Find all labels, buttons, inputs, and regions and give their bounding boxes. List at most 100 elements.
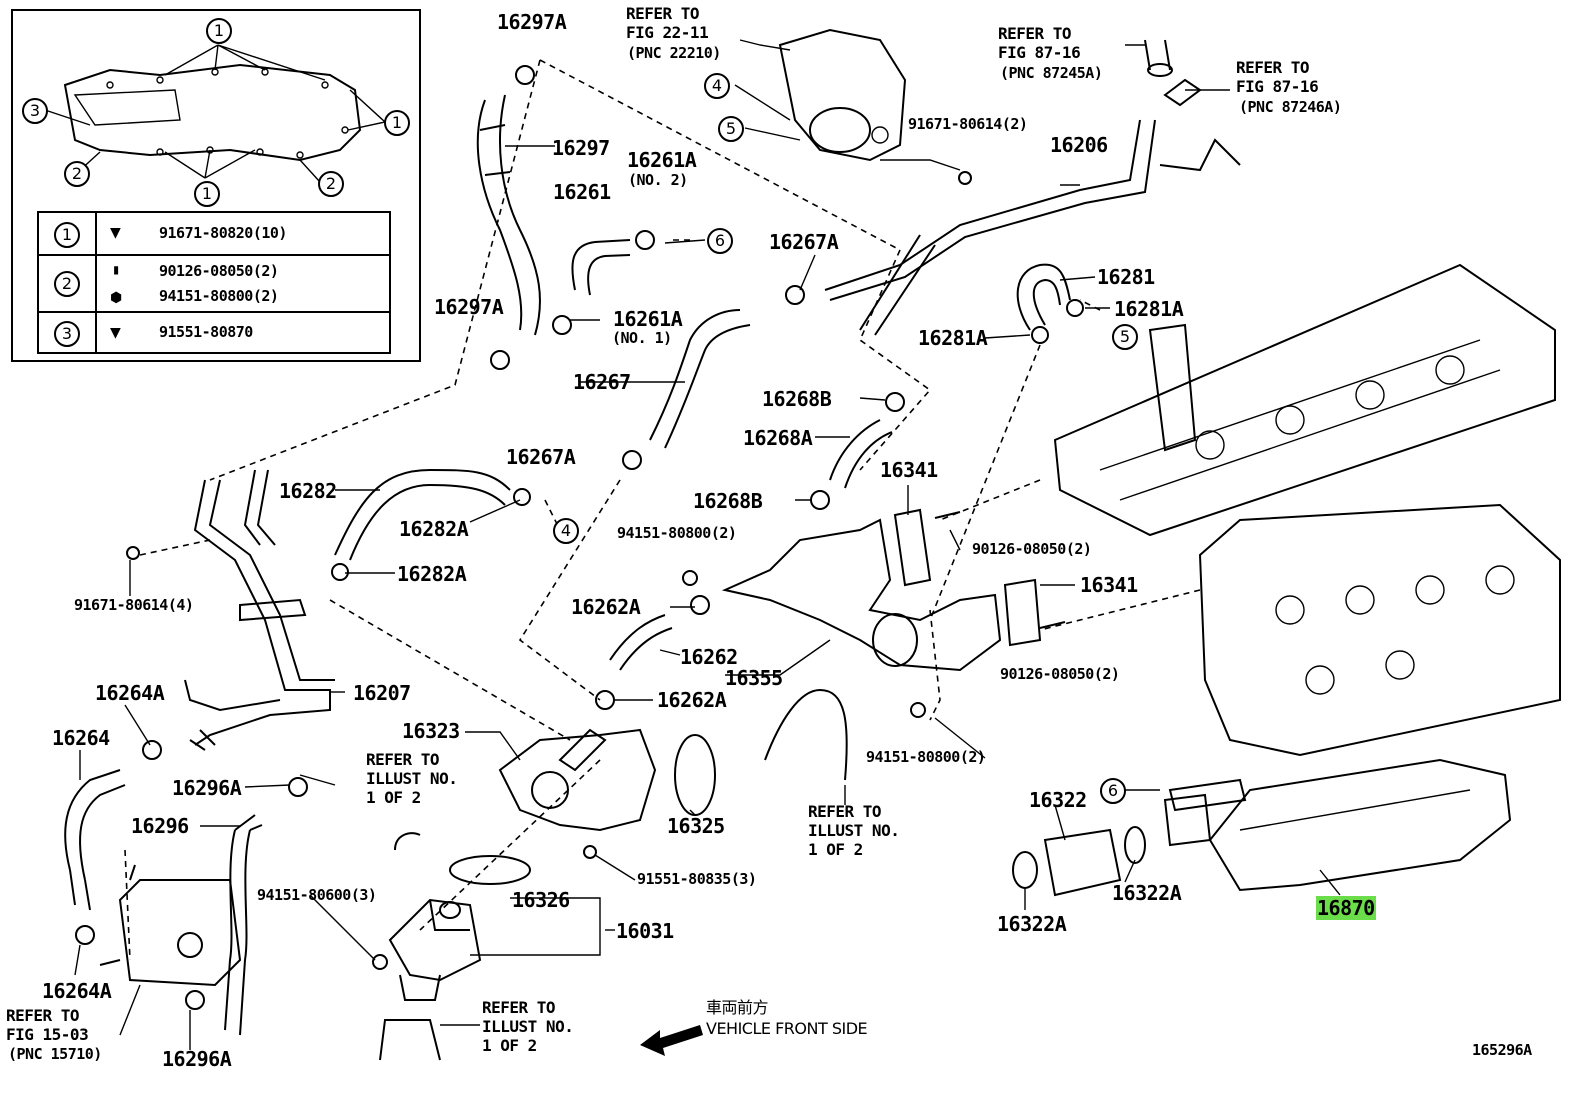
part-label-16355[interactable]: 16355 [725, 666, 783, 690]
part-label-16870[interactable]: 16870 [1316, 896, 1376, 920]
diagram-id: 165296A [1472, 1041, 1532, 1059]
part-label-16261A-no1[interactable]: 16261A [613, 307, 683, 331]
refer-note-pnc: (PNC 22210) [627, 44, 721, 62]
part-label-16341[interactable]: 16341 [880, 458, 938, 482]
inset-box [11, 9, 421, 362]
circled-ref-4[interactable]: 4 [553, 518, 579, 544]
part-label-91671-80614-4[interactable]: 91671-80614(4) [74, 596, 194, 614]
part-label-91551-80835[interactable]: 91551-80835(3) [637, 870, 757, 888]
part-label-16296A[interactable]: 16296A [172, 776, 242, 800]
refer-note-fig87-16[interactable]: REFER TO FIG 87-16 [998, 24, 1081, 62]
refer-note-illust[interactable]: REFER TO ILLUST NO. 1 OF 2 [808, 802, 900, 859]
part-label-16264A[interactable]: 16264A [42, 979, 112, 1003]
refer-note-fig87-16[interactable]: REFER TO FIG 87-16 [1236, 58, 1319, 96]
cylinder-heads [1053, 263, 1561, 757]
inset-callout-3: 3 [22, 98, 48, 124]
legend-key-1: 1 [54, 222, 80, 248]
part-label-16206[interactable]: 16206 [1050, 133, 1108, 157]
legend-stud-icon: ▮ [112, 262, 121, 278]
part-label-16296A[interactable]: 16296A [162, 1047, 232, 1071]
legend-part: 91551-80870 [159, 323, 253, 341]
legend-key-2: 2 [54, 271, 80, 297]
part-label-16267A[interactable]: 16267A [506, 445, 576, 469]
inset-callout-1-top: 1 [206, 18, 232, 44]
part-label-16282A[interactable]: 16282A [397, 562, 467, 586]
part-label-16267A[interactable]: 16267A [769, 230, 839, 254]
part-label-16281[interactable]: 16281 [1097, 265, 1155, 289]
part-label-94151-80600[interactable]: 94151-80600(3) [257, 886, 377, 904]
circled-ref-5[interactable]: 5 [1112, 324, 1138, 350]
part-label-16281A[interactable]: 16281A [918, 326, 988, 350]
pipe-16206 [824, 119, 1241, 336]
part-label-16207[interactable]: 16207 [353, 681, 411, 705]
part-label-16262A[interactable]: 16262A [657, 688, 727, 712]
part-label-16268B[interactable]: 16268B [762, 387, 832, 411]
inset-callout-1-right: 1 [384, 110, 410, 136]
part-label-16322A[interactable]: 16322A [997, 912, 1067, 936]
gaskets-16341 [893, 508, 1042, 647]
part-label-16296[interactable]: 16296 [131, 814, 189, 838]
part-label-16282A[interactable]: 16282A [399, 517, 469, 541]
hose-16268A [829, 419, 893, 489]
refer-fig87-pipes [1144, 39, 1202, 107]
circled-ref-5[interactable]: 5 [718, 116, 744, 142]
part-label-94151-80800[interactable]: 94151-80800(2) [617, 524, 737, 542]
refer-note-illust[interactable]: REFER TO ILLUST NO. 1 OF 2 [482, 998, 574, 1055]
part-label-94151-80800[interactable]: 94151-80800(2) [866, 748, 986, 766]
refer-note-fig15-03[interactable]: REFER TO FIG 15-03 [6, 1006, 89, 1044]
hose-16267 [649, 309, 751, 449]
pipe-assembly-16207 [184, 469, 335, 751]
part-label-16262[interactable]: 16262 [680, 645, 738, 669]
part-label-16282[interactable]: 16282 [279, 479, 337, 503]
hose-16282 [334, 468, 511, 561]
hose-16261 [571, 239, 631, 296]
part-label-16297A[interactable]: 16297A [434, 295, 504, 319]
part-label-16268A[interactable]: 16268A [743, 426, 813, 450]
part-label-16268B[interactable]: 16268B [693, 489, 763, 513]
highlighted-part-number: 16870 [1316, 896, 1376, 920]
part-label-90126-08050[interactable]: 90126-08050(2) [1000, 665, 1120, 683]
refer-note-pnc: (PNC 15710) [8, 1045, 102, 1063]
part-label-16323[interactable]: 16323 [402, 719, 460, 743]
refer-note-illust[interactable]: REFER TO ILLUST NO. 1 OF 2 [366, 750, 458, 807]
oil-cooler [99, 864, 242, 987]
part-label-16262A[interactable]: 16262A [571, 595, 641, 619]
refer-note-fig22-11[interactable]: REFER TO FIG 22-11 [626, 4, 709, 42]
part-label-16264[interactable]: 16264 [52, 726, 110, 750]
part-label-16322A[interactable]: 16322A [1112, 881, 1182, 905]
part-label-16326[interactable]: 16326 [512, 888, 570, 912]
thermostat-16031 [379, 855, 531, 1061]
hose-16281 [1016, 263, 1071, 331]
part-label-16322[interactable]: 16322 [1029, 788, 1087, 812]
pipe-16322 [1012, 826, 1146, 897]
part-label-sub: (NO. 2) [628, 171, 688, 189]
part-label-16325[interactable]: 16325 [667, 814, 725, 838]
circled-ref-6[interactable]: 6 [707, 228, 733, 254]
refer-note-pnc: (PNC 87245A) [1000, 64, 1103, 82]
circled-ref-4[interactable]: 4 [704, 73, 730, 99]
part-label-16297A[interactable]: 16297A [497, 10, 567, 34]
part-label-16031[interactable]: 16031 [616, 919, 674, 943]
leader-lines [74, 39, 1341, 1050]
circled-ref-6[interactable]: 6 [1100, 778, 1126, 804]
gasket-16325 [674, 734, 716, 816]
throttle-body [778, 28, 907, 162]
refer-note-pnc: (PNC 87246A) [1239, 98, 1342, 116]
part-label-16341[interactable]: 16341 [1080, 573, 1138, 597]
legend-row-2: 2 90126-08050(2) 94151-80800(2) [39, 256, 389, 313]
part-label-91671-80614-2[interactable]: 91671-80614(2) [908, 115, 1028, 133]
part-label-16281A[interactable]: 16281A [1114, 297, 1184, 321]
housing-16323 [498, 728, 657, 832]
part-label-16297[interactable]: 16297 [552, 136, 610, 160]
part-label-16261A-no2[interactable]: 16261A [627, 148, 697, 172]
inset-legend-table: 1 91671-80820(10) 2 90126-08050(2) 94151… [37, 211, 391, 354]
inset-callout-2-left: 2 [64, 161, 90, 187]
part-label-16267[interactable]: 16267 [573, 370, 631, 394]
part-label-16264A[interactable]: 16264A [95, 681, 165, 705]
legend-key-3: 3 [54, 321, 80, 347]
inset-callout-1-bottom: 1 [194, 181, 220, 207]
legend-bolt-icon: ▼ [110, 222, 121, 243]
part-label-16261[interactable]: 16261 [553, 180, 611, 204]
part-label-90126-08050[interactable]: 90126-08050(2) [972, 540, 1092, 558]
